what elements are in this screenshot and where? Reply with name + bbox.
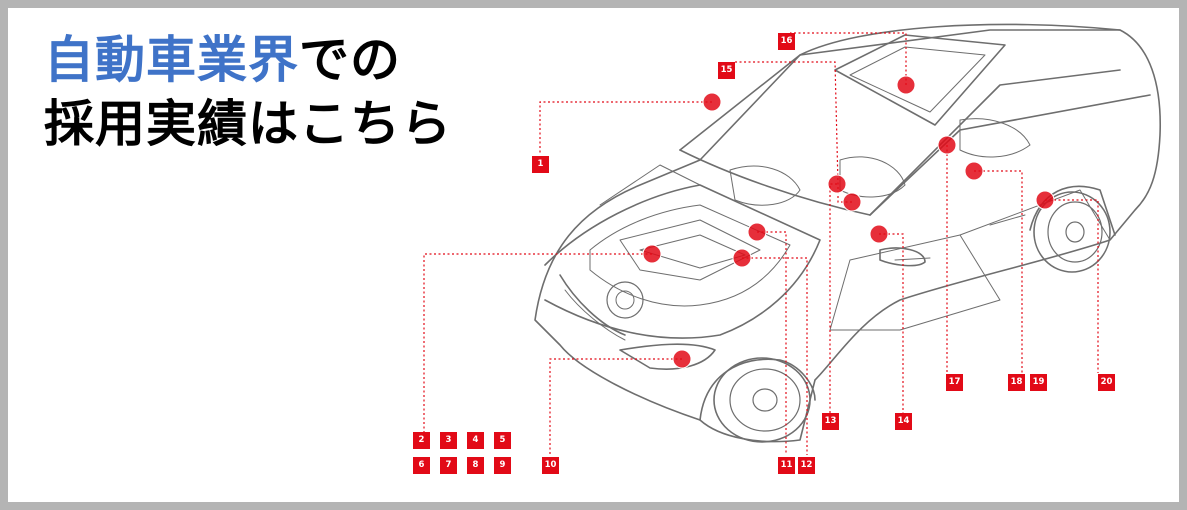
part-badge-18[interactable]: 18 xyxy=(1008,374,1025,391)
part-badge-3[interactable]: 3 xyxy=(440,432,457,449)
part-badge-4[interactable]: 4 xyxy=(467,432,484,449)
part-badge-10[interactable]: 10 xyxy=(542,457,559,474)
part-badge-12[interactable]: 12 xyxy=(798,457,815,474)
part-badge-7[interactable]: 7 xyxy=(440,457,457,474)
car-cutaway-illustration xyxy=(423,23,1162,455)
part-badge-8[interactable]: 8 xyxy=(467,457,484,474)
headline: 自動車業界での 採用実績はこちら xyxy=(44,28,452,156)
part-badge-2[interactable]: 2 xyxy=(413,432,430,449)
part-badge-20[interactable]: 20 xyxy=(1098,374,1115,391)
headline-highlight: 自動車業界 xyxy=(44,31,299,89)
headline-line2: 採用実績はこちら xyxy=(44,95,452,153)
part-badge-9[interactable]: 9 xyxy=(494,457,511,474)
part-badge-14[interactable]: 14 xyxy=(895,413,912,430)
part-badge-1[interactable]: 1 xyxy=(532,156,549,173)
part-badge-16[interactable]: 16 xyxy=(778,33,795,50)
part-badge-5[interactable]: 5 xyxy=(494,432,511,449)
part-badge-6[interactable]: 6 xyxy=(413,457,430,474)
part-badge-17[interactable]: 17 xyxy=(946,374,963,391)
part-badge-11[interactable]: 11 xyxy=(778,457,795,474)
part-badge-13[interactable]: 13 xyxy=(822,413,839,430)
part-badge-15[interactable]: 15 xyxy=(718,62,735,79)
part-badge-19[interactable]: 19 xyxy=(1030,374,1047,391)
headline-line1-rest: での xyxy=(299,31,401,89)
